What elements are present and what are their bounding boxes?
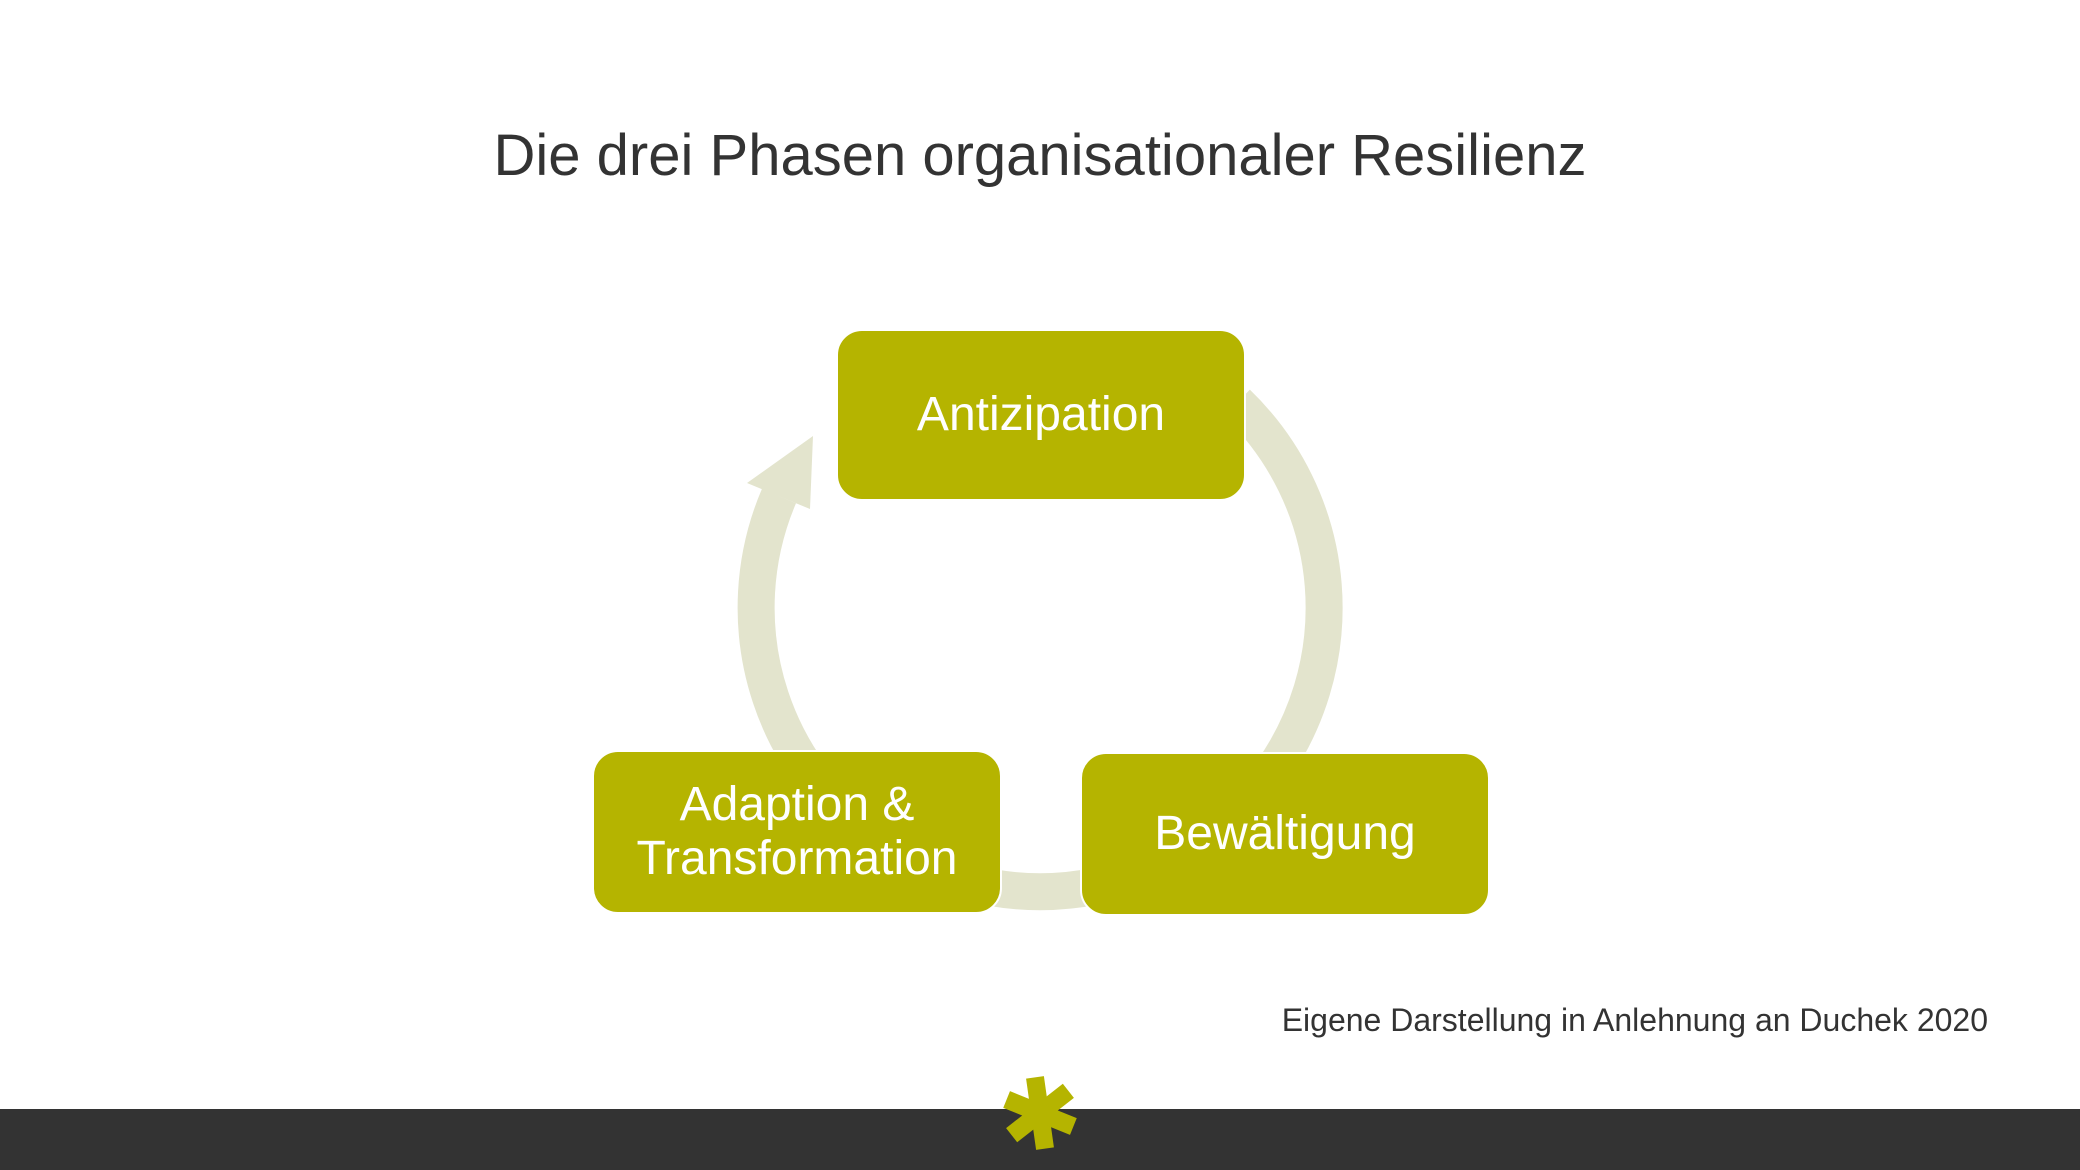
phase-antizipation: Antizipation — [836, 329, 1246, 501]
phase-adaption-transformation: Adaption & Transformation — [592, 750, 1002, 914]
arrowhead-icon — [747, 436, 813, 509]
phase-bewaeltigung: Bewältigung — [1080, 752, 1490, 916]
source-caption: Eigene Darstellung in Anlehnung an Duche… — [1281, 1002, 1988, 1038]
slide-title: Die drei Phasen organisationaler Resilie… — [493, 123, 1587, 188]
phase-label-line1: Adaption & — [679, 778, 915, 831]
asterisk-logo-icon — [1003, 1076, 1077, 1150]
phase-label-line2: Transformation — [636, 832, 958, 885]
phase-label: Bewältigung — [1154, 807, 1416, 860]
phase-label: Antizipation — [916, 388, 1166, 441]
